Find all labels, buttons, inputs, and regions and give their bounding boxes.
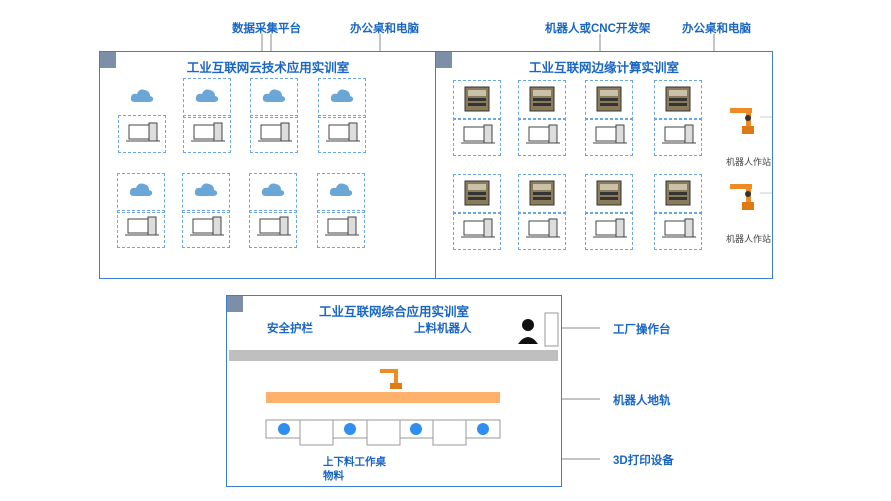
cloud-cell	[250, 78, 298, 118]
computer-desk-icon	[662, 124, 696, 144]
cnc-rack-icon	[529, 180, 555, 206]
cloud-cell	[249, 173, 297, 213]
cnc-cell	[453, 80, 501, 120]
printer-3d-label: 3D打印设备	[613, 455, 674, 467]
cloud-cell	[117, 173, 165, 213]
cloud-cell	[183, 78, 231, 118]
safety-fence-label: 安全护栏	[267, 323, 313, 335]
loading-table-label: 上下料工作桌	[323, 456, 386, 468]
building-icon	[100, 52, 116, 68]
material-label: 物料	[323, 470, 344, 482]
computer-cell	[117, 210, 165, 248]
computer-desk-icon	[325, 216, 359, 236]
cnc-rack-icon	[596, 180, 622, 206]
cnc-cell	[585, 80, 633, 120]
computer-cell	[182, 210, 230, 248]
callout-robot-cnc: 机器人或CNC开发架	[545, 23, 651, 35]
cnc-rack-icon	[464, 180, 490, 206]
cloud-cell	[182, 173, 230, 213]
cnc-cell	[453, 174, 501, 214]
cloud-lab-title: 工业互联网云技术应用实训室	[186, 61, 350, 75]
cnc-cell	[518, 80, 566, 120]
cloud-icon	[130, 89, 154, 102]
cnc-rack-icon	[529, 86, 555, 112]
cnc-cell	[654, 80, 702, 120]
integrated-lab-panel: 工业互联网综合应用实训室	[226, 295, 562, 487]
computer-desk-icon	[257, 216, 291, 236]
cnc-rack-icon	[665, 86, 691, 112]
computer-cell	[183, 115, 231, 153]
console-box	[544, 312, 559, 347]
printer-3d	[432, 419, 467, 446]
computer-cell	[118, 115, 166, 153]
computer-desk-icon	[593, 218, 627, 238]
computer-cell	[318, 115, 366, 153]
computer-cell	[518, 118, 566, 156]
printer-3d	[366, 419, 401, 446]
computer-desk-icon	[526, 218, 560, 238]
cnc-rack-icon	[596, 86, 622, 112]
factory-console-label: 工厂操作台	[613, 324, 671, 336]
printer-3d	[299, 419, 334, 446]
building-icon	[436, 52, 452, 68]
computer-desk-icon	[662, 218, 696, 238]
callout-office-desk: 办公桌和电脑	[350, 23, 419, 35]
cnc-rack-icon	[464, 86, 490, 112]
cloud-icon	[329, 183, 353, 196]
robot-arm-icon	[730, 108, 754, 134]
computer-cell	[249, 210, 297, 248]
computer-desk-icon	[191, 122, 225, 142]
loading-robot-label: 上料机器人	[414, 323, 472, 335]
cloud-icon	[129, 183, 153, 196]
operator-icon	[518, 319, 538, 344]
cloud-lab-panel: 工业互联网云技术应用实训室	[99, 51, 437, 279]
computer-desk-icon	[461, 124, 495, 144]
robot-arm-icon	[730, 184, 754, 210]
material-dot	[344, 423, 356, 435]
cnc-rack-icon	[665, 180, 691, 206]
material-dot	[278, 423, 290, 435]
material-dot	[410, 423, 422, 435]
cloud-icon	[261, 183, 285, 196]
computer-desk-icon	[190, 216, 224, 236]
cloud-icon	[330, 89, 354, 102]
edge-lab-title: 工业互联网边缘计算实训室	[528, 61, 679, 75]
material-dot	[477, 423, 489, 435]
computer-desk-icon	[526, 124, 560, 144]
computer-cell	[250, 115, 298, 153]
cnc-cell	[654, 174, 702, 214]
cloud-cell	[318, 78, 366, 118]
computer-desk-icon	[461, 218, 495, 238]
robot-station-label: 机器人作站	[726, 157, 772, 167]
loading-robot-icon	[380, 369, 402, 389]
computer-cell	[654, 212, 702, 250]
callout-office-desk-2: 办公桌和电脑	[682, 23, 751, 35]
robot-rail-label: 机器人地轨	[613, 395, 671, 407]
computer-cell	[654, 118, 702, 156]
computer-cell	[317, 210, 365, 248]
computer-desk-icon	[126, 122, 160, 142]
computer-desk-icon	[326, 122, 360, 142]
computer-cell	[453, 212, 501, 250]
safety-fence	[229, 350, 558, 361]
computer-desk-icon	[125, 216, 159, 236]
computer-cell	[518, 212, 566, 250]
cnc-cell	[585, 174, 633, 214]
computer-cell	[585, 212, 633, 250]
cloud-cell	[317, 173, 365, 213]
cnc-cell	[518, 174, 566, 214]
callout-data-platform: 数据采集平台	[232, 23, 301, 35]
computer-desk-icon	[593, 124, 627, 144]
cloud-icon	[262, 89, 286, 102]
cloud-icon	[194, 183, 218, 196]
computer-cell	[585, 118, 633, 156]
cloud-icon	[195, 89, 219, 102]
computer-cell	[453, 118, 501, 156]
robot-rail	[266, 392, 500, 403]
computer-desk-icon	[258, 122, 292, 142]
building-icon	[227, 296, 243, 312]
integrated-lab-title: 工业互联网综合应用实训室	[318, 305, 469, 319]
robot-station-label: 机器人作站	[726, 234, 772, 244]
